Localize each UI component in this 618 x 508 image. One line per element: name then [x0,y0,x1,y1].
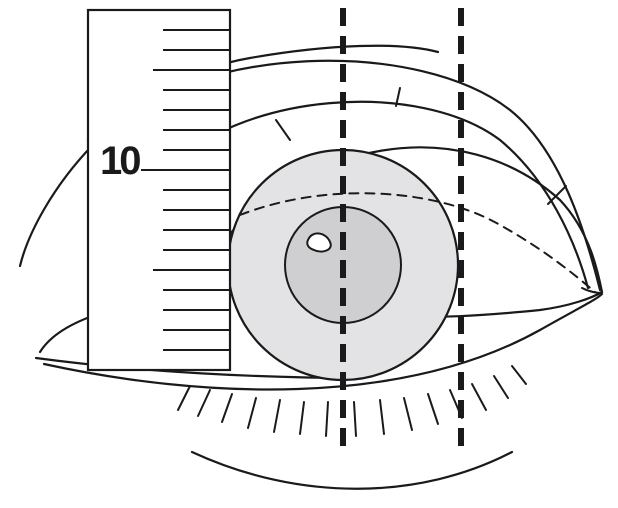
upper-lash [275,119,291,141]
lower-lashes [177,365,527,437]
lower-lash [493,375,509,399]
cheek-contour [190,450,514,490]
lower-lash [379,399,385,435]
lower-lash [427,393,439,425]
upper-lid-line [158,100,590,290]
ruler-label-10: 10 [100,139,140,183]
upper-lash [547,185,567,205]
lower-lash [299,401,305,435]
lower-lash [511,365,527,385]
lower-lash [273,399,281,433]
lower-lash [221,393,233,423]
lower-lash [197,389,211,417]
upper-lashes [275,87,567,205]
corneal-reflection [306,232,332,253]
lower-lash [325,401,329,437]
lower-lid-margin [42,292,604,391]
upper-lash [395,87,401,107]
ruler: 10 [86,8,232,372]
lower-lash [403,397,413,431]
lower-lash [247,397,257,429]
lower-lash [177,385,191,411]
measurement-lines [340,8,464,452]
lower-lash [471,383,487,411]
lower-lash [353,401,357,437]
dashed-lid-reference [239,192,596,293]
ruler-ticks [141,29,229,351]
